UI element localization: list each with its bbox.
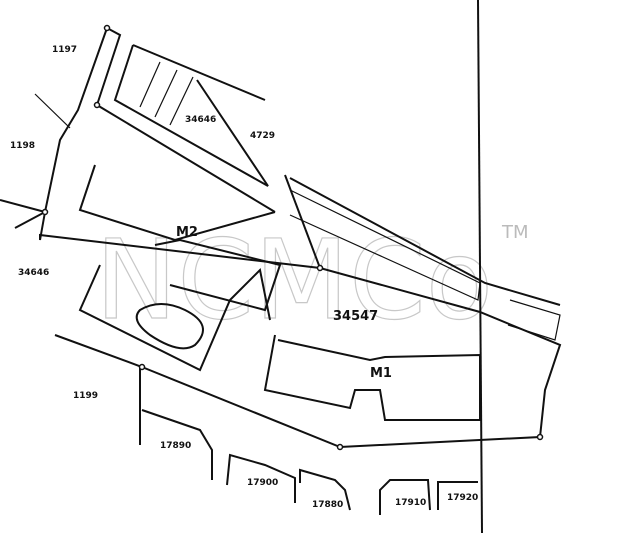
parcel-label-1198: 1198 xyxy=(10,141,35,151)
parcel-label-17890: 17890 xyxy=(160,441,191,451)
parcel-label-17920: 17920 xyxy=(447,493,478,503)
parcel-label-34646: 34646 xyxy=(185,115,216,125)
parcel-label-17880: 17880 xyxy=(312,500,343,510)
building-label-m2: M2 xyxy=(176,225,198,240)
watermark-trademark: TM xyxy=(501,222,529,243)
parcel-label-1197: 1197 xyxy=(52,45,77,55)
parcel-label-34646-west: 34646 xyxy=(18,268,49,278)
boundary-lines xyxy=(0,0,562,533)
survey-points xyxy=(41,24,544,451)
parcel-label-34547: 34547 xyxy=(333,309,378,324)
parcel-label-17910: 17910 xyxy=(395,498,426,508)
parcel-label-4729: 4729 xyxy=(250,131,275,141)
parcel-label-17900: 17900 xyxy=(247,478,278,488)
parcel-label-1199: 1199 xyxy=(73,391,98,401)
watermark: NCMCo xyxy=(95,216,493,344)
building-label-m1: M1 xyxy=(370,366,392,381)
